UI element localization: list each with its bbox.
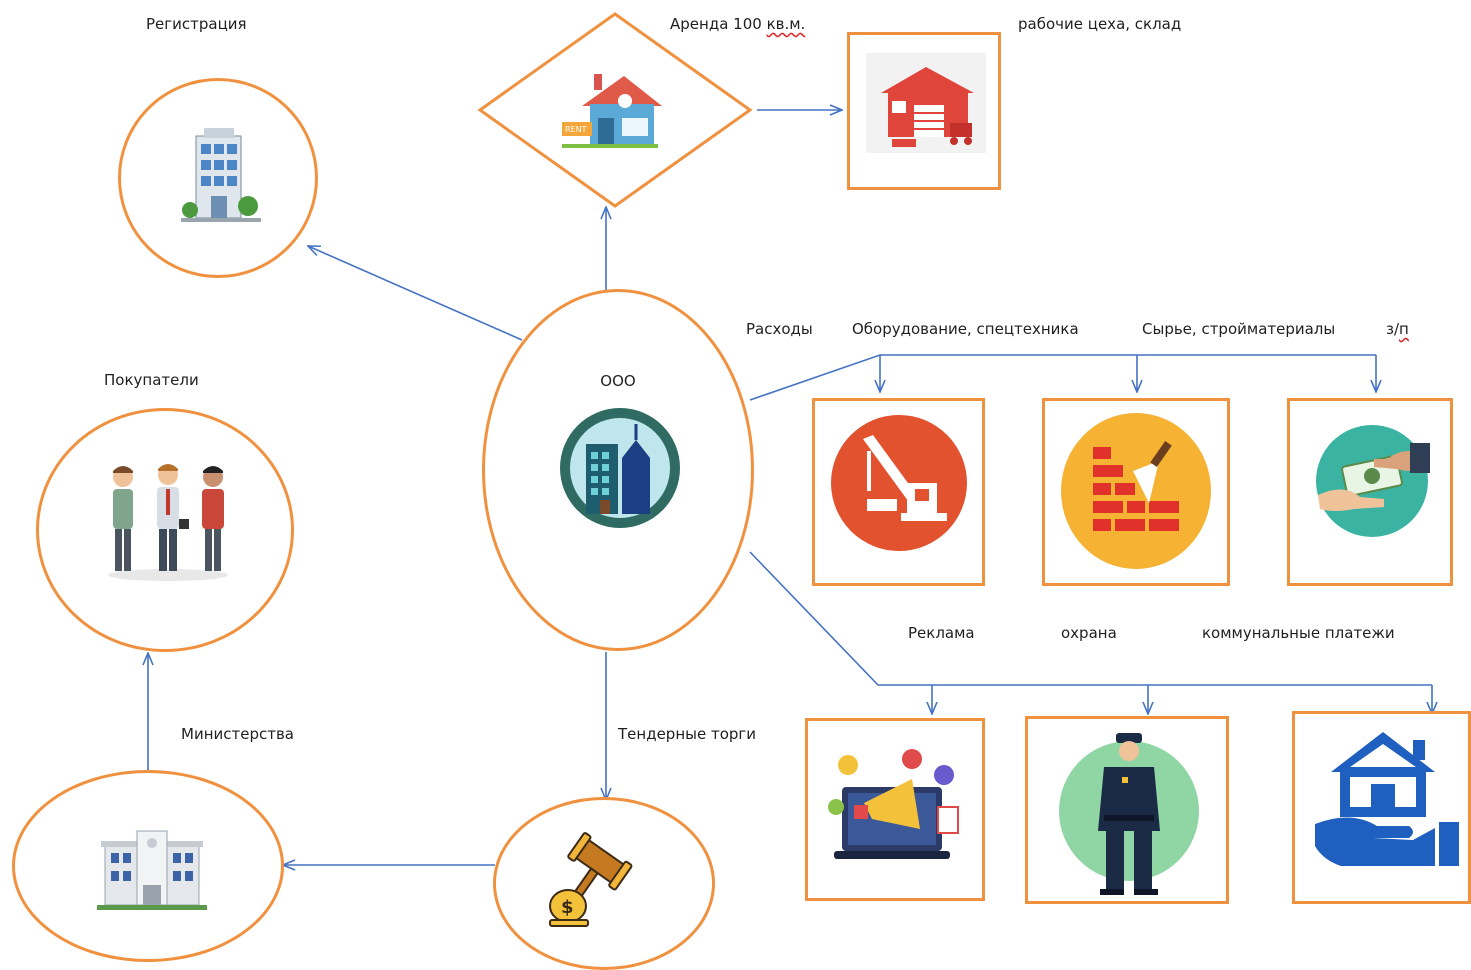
money-hand-icon — [1316, 425, 1430, 537]
house-hand-icon — [1315, 732, 1459, 866]
rent-label-unit: кв.м. — [766, 15, 806, 33]
workshops-node — [847, 32, 1001, 190]
equipment-node — [812, 398, 985, 586]
government-building-icon — [97, 830, 207, 910]
office-building-icon — [181, 128, 261, 222]
buyers-node — [36, 408, 294, 652]
salary-label-text: з/ — [1386, 320, 1400, 338]
ministries-label: Министерства — [181, 725, 294, 743]
salary-label: з/п — [1386, 320, 1409, 338]
crane-icon — [831, 415, 967, 551]
advertising-node — [805, 718, 985, 901]
tenders-node: $ — [493, 797, 715, 970]
equipment-label: Оборудование, спецтехника — [852, 320, 1079, 338]
utilities-node — [1292, 711, 1471, 904]
gavel-icon: $ — [549, 832, 633, 927]
salary-label-squiggle: п — [1399, 320, 1409, 338]
rent-label-text: Аренда 100 — [670, 15, 767, 33]
advertising-icon — [828, 749, 959, 859]
advertising-label: Реклама — [908, 624, 975, 642]
expenses-title: Расходы — [746, 320, 813, 338]
registration-label: Регистрация — [146, 15, 247, 33]
company-node: ООО — [482, 289, 754, 651]
buyers-label: Покупатели — [104, 371, 199, 389]
warehouse-icon — [866, 53, 986, 153]
city-buildings-icon — [560, 408, 680, 528]
arrow-to-registration — [308, 246, 523, 341]
utilities-label: коммунальные платежи — [1202, 624, 1395, 642]
svg-text:RENT: RENT — [565, 125, 587, 134]
brick-wall-icon — [1061, 413, 1211, 569]
company-label: ООО — [600, 372, 636, 390]
materials-node — [1042, 398, 1230, 586]
svg-text:$: $ — [561, 897, 574, 918]
people-group-icon — [108, 464, 228, 581]
security-label: охрана — [1061, 624, 1117, 642]
expenses-line-bottom — [749, 551, 1432, 686]
workshops-label: рабочие цеха, склад — [1018, 15, 1182, 33]
house-rent-icon: RENT — [562, 74, 662, 148]
ministries-node — [12, 770, 284, 962]
security-guard-icon — [1059, 733, 1199, 895]
registration-node — [118, 78, 318, 278]
rent-label: Аренда 100 кв.м. — [670, 15, 805, 33]
security-node — [1025, 716, 1229, 904]
materials-label: Сырье, стройматериалы — [1142, 320, 1336, 338]
tenders-label: Тендерные торги — [618, 725, 757, 743]
salary-node — [1287, 398, 1453, 586]
expenses-line-top — [749, 354, 1376, 401]
